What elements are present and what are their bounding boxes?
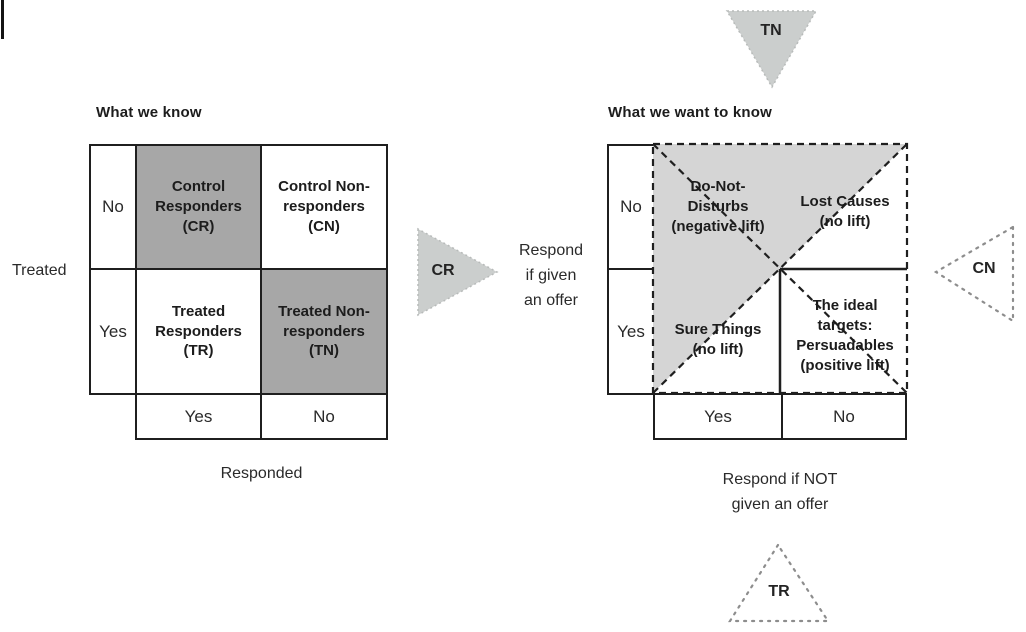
left-col-axis-label: Responded	[220, 465, 303, 482]
cell-control-responders: Control Responders (CR)	[135, 144, 262, 270]
left-matrix-row-label-no: No	[89, 144, 137, 270]
right-col-axis-label: Respond if NOT given an offer	[722, 471, 838, 513]
left-axis-col-yes: Yes	[135, 393, 262, 440]
axis-value-text: Yes	[184, 406, 213, 426]
tn-triangle-label: TN	[760, 22, 782, 39]
right-matrix-row-label-yes: Yes	[607, 268, 655, 395]
row-label-text: No	[102, 197, 124, 216]
cell-treated-nonresponders: Treated Non- responders (TN)	[260, 268, 388, 395]
cr-triangle-label: CR	[431, 262, 455, 279]
axis-value-text: No	[313, 406, 335, 426]
cell-control-nonresponders: Control Non- responders (CN)	[260, 144, 388, 270]
right-matrix-title: What we want to know	[608, 104, 772, 121]
axis-value-text: No	[833, 406, 855, 426]
cell-do-not-disturbs: Do-Not- Disturbs (negative lift)	[671, 178, 765, 235]
cell-persuadables: The ideal targets: Persuadables (positiv…	[796, 297, 894, 374]
figure-edge-artifact	[1, 0, 4, 39]
cell-lost-causes: Lost Causes (no lift)	[800, 193, 890, 230]
cell-treated-responders: Treated Responders (TR)	[135, 268, 262, 395]
cell-text: Treated Non- responders (TN)	[278, 302, 370, 360]
right-matrix-row-label-no: No	[607, 144, 655, 270]
right-axis-col-no: No	[781, 393, 907, 440]
row-label-text: Yes	[99, 321, 127, 341]
right-axis-col-yes: Yes	[653, 393, 783, 440]
left-axis-col-no: No	[260, 393, 388, 440]
cell-text: Control Non- responders (CN)	[278, 178, 370, 235]
axis-value-text: Yes	[704, 406, 732, 426]
cell-text: Treated Responders (TR)	[155, 302, 242, 360]
cell-sure-things: Sure Things (no lift)	[674, 321, 762, 358]
tr-triangle-label: TR	[768, 583, 790, 600]
cn-triangle-label: CN	[972, 260, 996, 277]
left-row-axis-label: Treated	[12, 262, 67, 279]
left-matrix-title: What we know	[96, 104, 202, 121]
row-label-text: No	[620, 197, 642, 216]
row-label-text: Yes	[617, 321, 645, 341]
left-matrix-row-label-yes: Yes	[89, 268, 137, 395]
right-row-axis-label: Respond if given an offer	[518, 242, 584, 309]
cell-text: Control Responders (CR)	[155, 178, 242, 235]
